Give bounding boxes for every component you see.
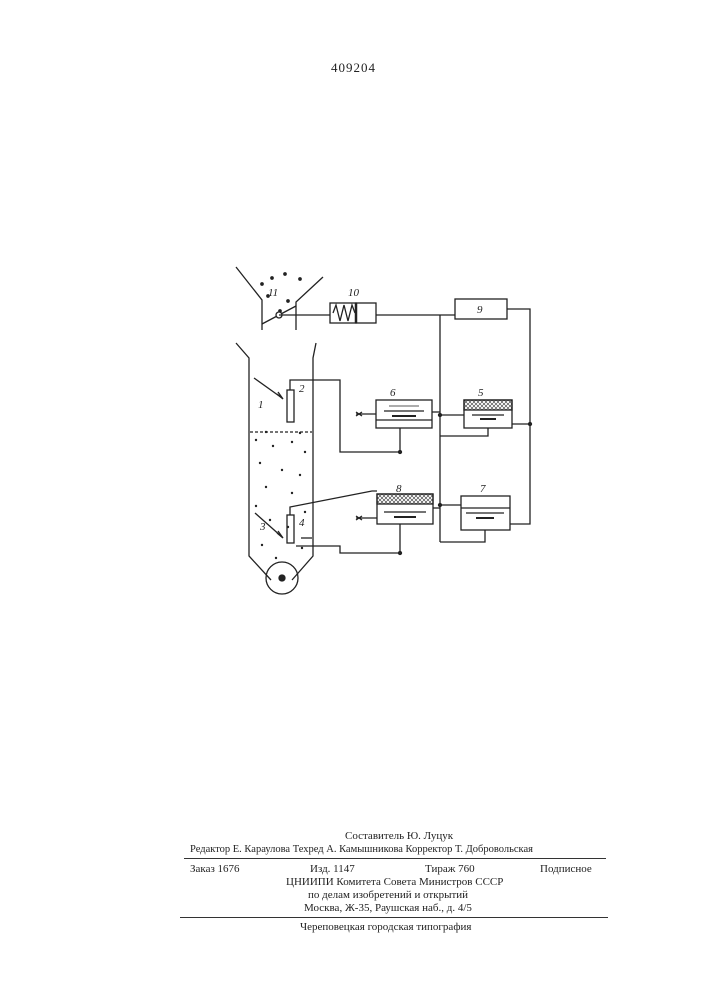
sensor-upper [254, 378, 400, 452]
org-line-1: ЦНИИПИ Комитета Совета Министров СССР [286, 876, 503, 888]
subscription: Подписное [540, 863, 592, 875]
label-6: 6 [390, 387, 396, 399]
label-2: 2 [299, 383, 305, 395]
block-7 [439, 496, 511, 542]
address: Москва, Ж-35, Раушская наб., д. 4/5 [304, 902, 472, 914]
block-6 [356, 400, 440, 452]
label-3: 3 [259, 521, 266, 533]
actuator-10 [330, 303, 376, 323]
label-7: 7 [480, 483, 486, 495]
block-5 [439, 400, 532, 436]
label-5: 5 [478, 387, 484, 399]
print-run: Тираж 760 [425, 863, 475, 875]
column [236, 343, 316, 580]
label-11: 11 [268, 287, 278, 299]
divider-top [184, 858, 606, 859]
label-1: 1 [258, 399, 264, 411]
label-8: 8 [396, 483, 402, 495]
hopper [236, 267, 323, 330]
divider-bottom [180, 917, 608, 918]
label-9: 9 [477, 304, 483, 316]
label-4: 4 [299, 517, 305, 529]
org-line-2: по делам изобретений и открытий [308, 889, 468, 901]
issue: Изд. 1147 [310, 863, 355, 875]
block-8 [356, 494, 440, 553]
label-10: 10 [348, 287, 360, 299]
order: Заказ 1676 [190, 863, 240, 875]
editors: Редактор Е. Караулова Техред А. Камышник… [190, 844, 533, 855]
printer: Череповецкая городская типография [300, 921, 471, 933]
compiler: Составитель Ю. Луцук [345, 830, 453, 842]
